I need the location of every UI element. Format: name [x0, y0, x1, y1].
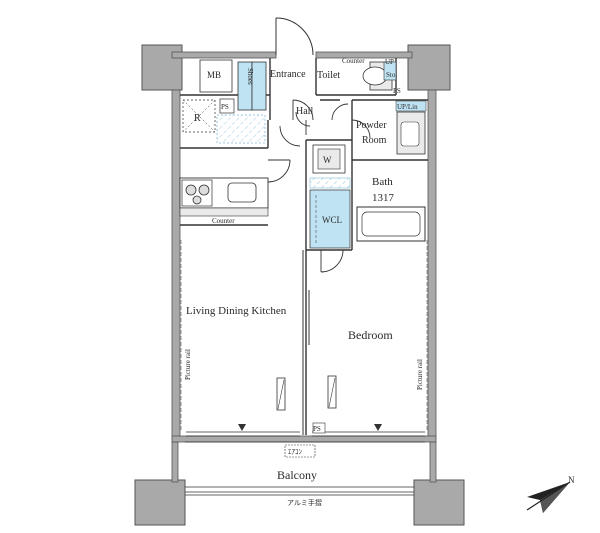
window-marker-left [238, 424, 246, 431]
balcony-windows [186, 431, 425, 437]
label-r: R [194, 113, 201, 124]
label-shoes: Shoes [246, 68, 254, 85]
aircon-box [284, 444, 316, 458]
label-entrance: Entrance [270, 69, 306, 80]
window-marker-right [374, 424, 382, 431]
label-picture-rail-right: Picture rail [416, 359, 424, 390]
shoes-cabinet [237, 61, 267, 111]
label-ldk: Living Dining Kitchen [186, 305, 287, 317]
column-bottom-left [134, 479, 186, 526]
washer-inner [317, 148, 341, 170]
bathtub-inner [361, 211, 421, 237]
label-counter-kitchen: Counter [212, 217, 235, 225]
lin-storage [395, 100, 427, 112]
label-sto: Sto. [386, 71, 397, 79]
label-room: Room [362, 135, 387, 146]
refrigerator-cross-2 [182, 99, 216, 133]
label-ps-upper: PS [221, 103, 229, 111]
toilet-fixture [362, 61, 397, 91]
kitchen-counter [179, 177, 269, 217]
label-bath-size: 1317 [372, 192, 395, 204]
wcl-rod-area [309, 177, 351, 189]
label-toilet: Toilet [317, 70, 340, 81]
label-balcony: Balcony [277, 468, 317, 482]
refrigerator-cross-1 [182, 99, 216, 133]
mb-box [199, 59, 233, 93]
balcony-area [185, 441, 425, 496]
sliding-partition [302, 250, 310, 435]
label-mb: MB [207, 70, 221, 80]
label-wcl: WCL [322, 215, 342, 225]
label-powder: Powder [356, 120, 387, 131]
label-w: W [323, 155, 332, 165]
label-up-lin: UP/Lin [397, 103, 418, 111]
hall-door-swings [267, 99, 371, 273]
label-bedroom: Bedroom [348, 328, 393, 342]
entrance-door [275, 17, 314, 56]
air-outlet-mark-2 [328, 377, 336, 408]
kitchen-cabinet [216, 114, 266, 144]
label-north: N [568, 475, 575, 485]
label-up: UP [385, 58, 394, 66]
wcl-area [309, 189, 351, 249]
interior-walls [180, 58, 428, 435]
label-picture-rail-left: Picture rail [184, 349, 192, 380]
label-hall: Hall [296, 106, 313, 117]
ps-bottom-box [312, 422, 326, 434]
ps-upper-box [219, 98, 235, 114]
label-bath: Bath [372, 176, 393, 188]
label-ps-right: PS [393, 87, 401, 95]
label-aircon: ｴｱｺﾝ [288, 448, 302, 456]
label-handrail: アルミ手摺 [287, 498, 322, 507]
label-ps-bottom: PS [313, 425, 321, 433]
label-counter-toilet: Counter [342, 57, 365, 65]
column-bottom-right [413, 479, 465, 526]
column-top-right [407, 44, 451, 91]
compass-icon [526, 477, 571, 513]
air-outlet-mark-1 [277, 379, 285, 410]
powder-sink-bowl [400, 121, 420, 147]
